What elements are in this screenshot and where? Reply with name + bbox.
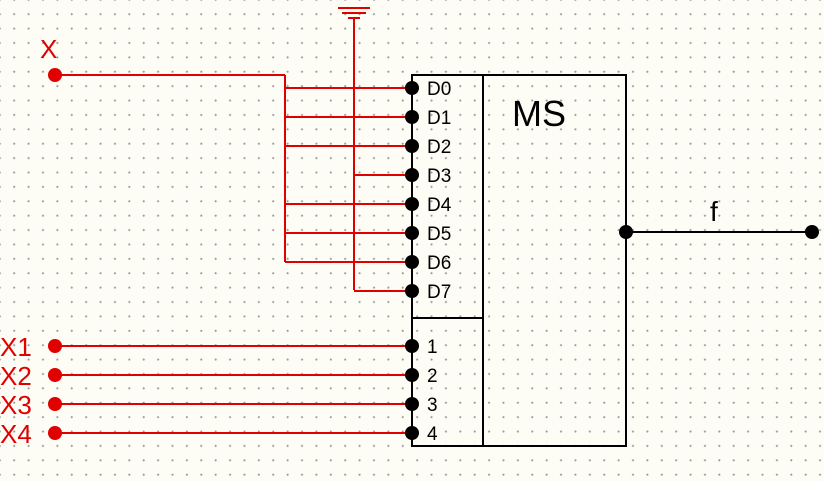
select-input-label-x3: X3 [0, 390, 32, 420]
chip-name: MS [512, 93, 566, 134]
select-terminal-dot-x4[interactable] [48, 426, 62, 440]
data-pin-label-d3: D3 [427, 166, 451, 187]
data-pin-label-d2: D2 [427, 137, 451, 158]
data-pin-label-d0: D0 [427, 79, 451, 100]
output-junction-dot [619, 225, 633, 239]
select-pin-label-4: 4 [427, 424, 438, 445]
x-input-terminal[interactable]: X [40, 34, 62, 82]
mux-chip: MS [411, 74, 627, 447]
select-terminal-dot-x1[interactable] [48, 339, 62, 353]
select-input-wires [55, 339, 419, 440]
mux-body-outline [411, 74, 627, 447]
output-terminal-dot[interactable] [805, 225, 819, 239]
select-input-label-x4: X4 [0, 419, 32, 449]
select-pin-label-2: 2 [427, 366, 438, 387]
data-pin-label-d7: D7 [427, 282, 451, 303]
x-terminal-dot[interactable] [48, 68, 62, 82]
data-pin-label-d5: D5 [427, 224, 451, 245]
data-pin-wires [285, 81, 419, 298]
x-input-net [55, 74, 286, 262]
data-pin-label-d6: D6 [427, 253, 451, 274]
output-label: f [710, 196, 718, 227]
output-net: f [619, 196, 819, 239]
select-terminal-dot-x2[interactable] [48, 368, 62, 382]
x-input-label: X [40, 34, 57, 64]
select-pin-label-1: 1 [427, 337, 438, 358]
select-pin-labels: 1 2 3 4 [427, 337, 438, 445]
select-pin-label-3: 3 [427, 395, 438, 416]
select-input-label-x2: X2 [0, 361, 32, 391]
select-terminal-dot-x3[interactable] [48, 397, 62, 411]
data-pin-label-d4: D4 [427, 195, 452, 216]
select-input-label-x1: X1 [0, 332, 32, 362]
data-pin-label-d1: D1 [427, 108, 451, 129]
